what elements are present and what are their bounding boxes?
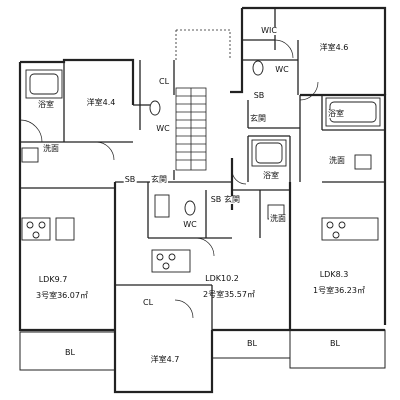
room-washroom-label: 洗面 <box>328 156 346 165</box>
room-washroom-label: 洗面 <box>269 214 287 223</box>
outer-walls <box>18 6 387 394</box>
unit-1-ldk-label: LDK8.3 <box>319 270 349 279</box>
room-wic-label: WIC <box>260 26 278 35</box>
room-entrance-label: 玄関 <box>223 195 241 204</box>
balcony-label: BL <box>246 339 258 348</box>
room-wc-label: WC <box>274 65 290 74</box>
room-wc-label: WC <box>155 124 171 133</box>
room-western-47-label: 洋室4.7 <box>149 355 181 364</box>
room-western-44-label: 洋室4.4 <box>85 98 117 107</box>
room-sb-label: SB <box>252 91 266 100</box>
unit-1-area-label: 1号室36.23㎡ <box>313 286 365 295</box>
room-cl-label: CL <box>157 77 171 86</box>
room-bath-label: 浴室 <box>37 100 55 109</box>
room-cl-label: CL <box>141 298 155 307</box>
unit-3-area-label: 3号室36.07㎡ <box>36 291 88 300</box>
fixtures <box>21 60 381 273</box>
stairs <box>175 29 231 171</box>
balcony-label: BL <box>329 339 341 348</box>
room-sb-label: SB <box>123 175 137 184</box>
unit-2-area-label: 2号室35.57㎡ <box>203 290 255 299</box>
room-wc-label: WC <box>182 220 198 229</box>
room-western-46-label: 洋室4.6 <box>318 43 350 52</box>
interior-walls <box>20 8 385 330</box>
unit-3-ldk-label: LDK9.7 <box>38 275 68 284</box>
door-swings <box>19 39 319 319</box>
room-entrance-label: 玄関 <box>249 114 267 123</box>
balconies <box>19 329 386 371</box>
room-entrance-label: 玄関 <box>150 175 168 184</box>
unit-2-ldk-label: LDK10.2 <box>205 274 239 283</box>
room-bath-label: 浴室 <box>327 109 345 118</box>
room-sb-label: SB <box>209 195 223 204</box>
room-bath-label: 浴室 <box>262 171 280 180</box>
balcony-label: BL <box>64 348 76 357</box>
room-washroom-label: 洗面 <box>42 144 60 153</box>
